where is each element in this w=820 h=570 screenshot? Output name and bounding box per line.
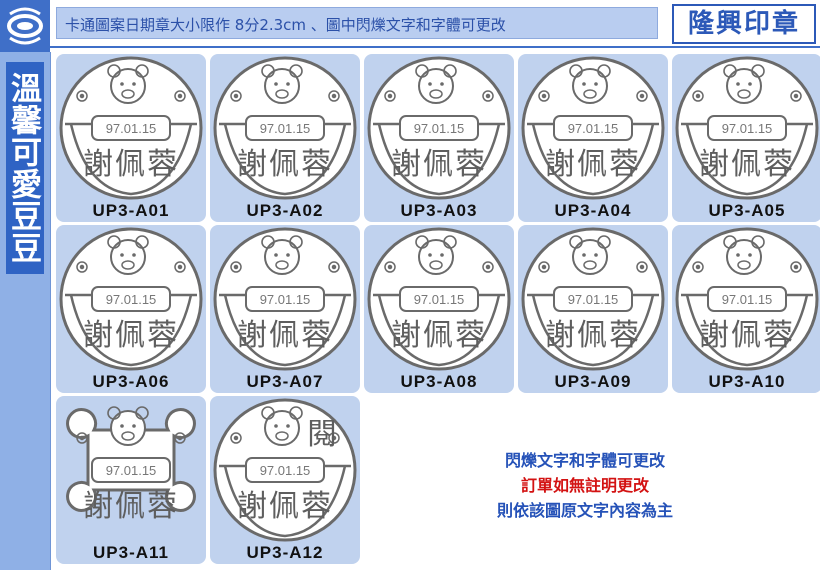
stamp-card[interactable]: 97.01.15 謝佩蓉 閱 UP3-A12: [210, 396, 360, 564]
character-icon: [569, 235, 611, 275]
stamp-image: 97.01.15 謝佩蓉: [367, 56, 511, 200]
stamp-code: UP3-A01: [92, 201, 170, 220]
stamp-image: 97.01.15 謝佩蓉: [59, 227, 203, 371]
stamp-date: 97.01.15: [568, 121, 619, 136]
stamp-date: 97.01.15: [568, 292, 619, 307]
stamp-code: UP3-A12: [246, 543, 324, 562]
flower-icon: [76, 90, 186, 102]
flower-icon: [384, 90, 494, 102]
stamp-name: 謝佩蓉: [391, 318, 487, 353]
notes: 閃爍文字和字體可更改 訂單如無註明更改 則依該圖原文字內容為主: [415, 448, 755, 523]
stamp-date: 97.01.15: [260, 463, 311, 478]
stamp-card[interactable]: 97.01.15 謝佩蓉 UP3-A03: [364, 54, 514, 222]
stamp-name: 謝佩蓉: [237, 147, 333, 182]
stamp-name: 謝佩蓉: [237, 489, 333, 524]
flower-icon: [692, 90, 802, 102]
stamp-code: UP3-A09: [554, 372, 632, 391]
stamp-image: 97.01.15 謝佩蓉 閱: [213, 398, 357, 542]
stamp-name: 謝佩蓉: [237, 318, 333, 353]
flower-icon: [230, 432, 340, 444]
stamp-name: 謝佩蓉: [83, 147, 179, 182]
character-icon: [107, 235, 149, 275]
stamp-date: 97.01.15: [106, 463, 157, 478]
stamp-code: UP3-A11: [93, 543, 169, 562]
stamp-code: UP3-A10: [708, 372, 786, 391]
stamp-date: 97.01.15: [106, 292, 157, 307]
stamp-name: 謝佩蓉: [83, 489, 179, 524]
stamp-card[interactable]: 97.01.15 謝佩蓉 UP3-A11: [56, 396, 206, 564]
stamp-name: 謝佩蓉: [545, 318, 641, 353]
flower-icon: [538, 90, 648, 102]
character-icon: [415, 64, 457, 104]
character-icon: [107, 406, 149, 446]
flower-icon: [692, 261, 802, 273]
stamp-image: 97.01.15 謝佩蓉: [675, 227, 819, 371]
stamp-code: UP3-A07: [246, 372, 324, 391]
character-icon: [723, 235, 765, 275]
character-icon: [107, 64, 149, 104]
stamp-image: 97.01.15 謝佩蓉: [521, 56, 665, 200]
stamp-name: 謝佩蓉: [83, 318, 179, 353]
note-line-1: 閃爍文字和字體可更改: [504, 451, 665, 470]
logo: [0, 0, 50, 52]
swirl-logo-icon: [7, 7, 43, 45]
brand-title: 隆興印章: [672, 4, 816, 44]
character-icon: [261, 406, 303, 446]
stamp-image: 97.01.15 謝佩蓉: [213, 56, 357, 200]
stamp-date: 97.01.15: [260, 292, 311, 307]
character-icon: [261, 235, 303, 275]
stamp-code: UP3-A08: [400, 372, 478, 391]
flower-icon: [76, 432, 186, 444]
stamp-code: UP3-A02: [246, 201, 324, 220]
stamp-card[interactable]: 97.01.15 謝佩蓉 UP3-A10: [672, 225, 820, 393]
stamp-extra-char: 閱: [307, 417, 337, 452]
stamp-code: UP3-A05: [708, 201, 786, 220]
sidebar-title: 溫馨可愛豆豆: [5, 62, 44, 274]
flower-icon: [538, 261, 648, 273]
stamp-image: 97.01.15 謝佩蓉: [675, 56, 819, 200]
flower-icon: [384, 261, 494, 273]
stamp-card[interactable]: 97.01.15 謝佩蓉 UP3-A04: [518, 54, 668, 222]
character-icon: [723, 64, 765, 104]
stamp-date: 97.01.15: [260, 121, 311, 136]
stamp-card[interactable]: 97.01.15 謝佩蓉 UP3-A09: [518, 225, 668, 393]
stamp-code: UP3-A06: [92, 372, 170, 391]
flower-icon: [76, 261, 186, 273]
stamp-card[interactable]: 97.01.15 謝佩蓉 UP3-A02: [210, 54, 360, 222]
note-line-2: 訂單如無註明更改: [520, 476, 649, 495]
stamp-code: UP3-A04: [554, 201, 632, 220]
header-divider: [50, 46, 820, 48]
stamp-card[interactable]: 97.01.15 謝佩蓉 UP3-A06: [56, 225, 206, 393]
stamp-date: 97.01.15: [722, 292, 773, 307]
stamp-name: 謝佩蓉: [699, 147, 795, 182]
stamp-name: 謝佩蓉: [699, 318, 795, 353]
stamp-name: 謝佩蓉: [545, 147, 641, 182]
flower-icon: [230, 261, 340, 273]
stamp-image: 97.01.15 謝佩蓉: [66, 406, 196, 524]
character-icon: [415, 235, 457, 275]
flower-icon: [230, 90, 340, 102]
header-bar: 卡通圖案日期章大小限作 8分2.3cm 、圖中閃爍文字和字體可更改: [56, 7, 658, 39]
character-icon: [261, 64, 303, 104]
stamp-date: 97.01.15: [414, 292, 465, 307]
stamp-card[interactable]: 97.01.15 謝佩蓉 UP3-A07: [210, 225, 360, 393]
stamp-date: 97.01.15: [722, 121, 773, 136]
stamp-image: 97.01.15 謝佩蓉: [521, 227, 665, 371]
note-line-3: 則依該圖原文字內容為主: [496, 501, 673, 520]
stamp-code: UP3-A03: [400, 201, 478, 220]
stamp-card[interactable]: 97.01.15 謝佩蓉 UP3-A05: [672, 54, 820, 222]
stamp-date: 97.01.15: [106, 121, 157, 136]
stamp-date: 97.01.15: [414, 121, 465, 136]
stamp-image: 97.01.15 謝佩蓉: [59, 56, 203, 200]
header-text: 卡通圖案日期章大小限作 8分2.3cm 、圖中閃爍文字和字體可更改: [65, 16, 506, 34]
stamp-card[interactable]: 97.01.15 謝佩蓉 UP3-A01: [56, 54, 206, 222]
stamp-image: 97.01.15 謝佩蓉: [213, 227, 357, 371]
stamp-name: 謝佩蓉: [391, 147, 487, 182]
stamp-image: 97.01.15 謝佩蓉: [367, 227, 511, 371]
stamp-card[interactable]: 97.01.15 謝佩蓉 UP3-A08: [364, 225, 514, 393]
character-icon: [569, 64, 611, 104]
sidebar: 溫馨可愛豆豆: [0, 52, 51, 570]
